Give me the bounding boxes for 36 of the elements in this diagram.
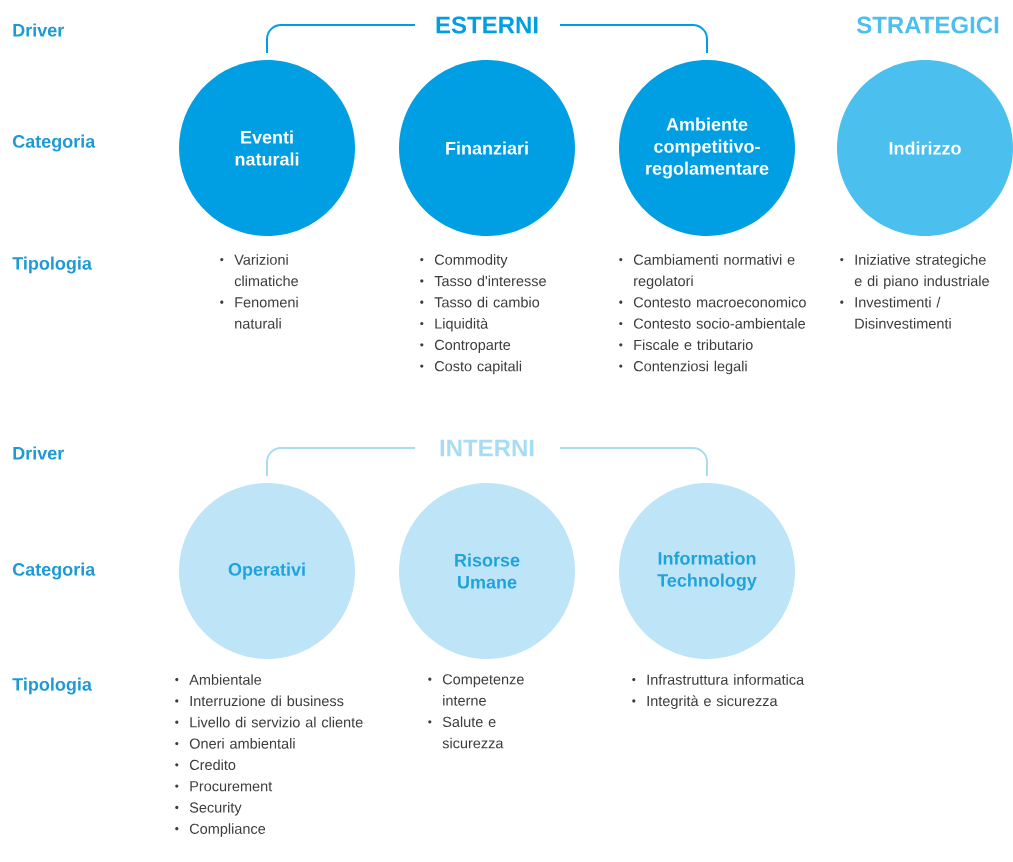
row-label: Driver [13, 446, 64, 460]
bullet-item: Costo capitali [420, 360, 522, 375]
row-label: Driver [13, 23, 64, 37]
bullet-item: Varizioni climatiche [220, 254, 298, 287]
bullet-item: Controparte [420, 339, 511, 353]
bullet-item: Tasso di cambio [420, 296, 540, 308]
bullet-item: Credito [175, 759, 236, 771]
group-heading: STRATEGICI [856, 16, 999, 34]
row-label: Tipologia [12, 677, 92, 695]
bullet-item: Cambiamenti normativi e regolatori [619, 254, 795, 289]
bullet-item: Oneri ambientali [175, 738, 295, 749]
bullet-item: Livello di servizio al cliente [175, 716, 363, 728]
bullet-item: Liquidità [420, 317, 489, 332]
bullet-item: Integrità e sicurezza [632, 695, 778, 709]
bullet-item: Contesto socio-ambientale [619, 318, 805, 329]
row-label: Categoria [12, 562, 96, 580]
bullet-item: Tasso d'interesse [420, 275, 546, 287]
row-label: Tipologia [12, 256, 92, 274]
bullet-item: Security [175, 802, 242, 816]
bullet-item: Fiscale e tributario [619, 339, 753, 351]
bullet-item: Contenziosi legali [619, 360, 747, 375]
bullet-item: Competenze interne [428, 674, 524, 706]
bullet-item: Procurement [175, 781, 273, 792]
bullet-item: Commodity [420, 254, 508, 268]
bullet-item: Investimenti / Disinvestimenti [840, 296, 951, 329]
bullet-item: Interruzione di business [175, 695, 344, 707]
group-heading: INTERNI [440, 439, 534, 457]
bullet-item: Infrastruttura informatica [632, 674, 805, 685]
group-heading: ESTERNI [436, 16, 538, 34]
row-label: Categoria [12, 134, 96, 152]
bullet-item: Ambientale [175, 674, 262, 685]
bullet-item: Iniziative strategiche e di piano industriale [840, 254, 989, 289]
bullet-item: Compliance [175, 823, 266, 837]
bullet-item: Salute e sicurezza [428, 716, 504, 749]
bullet-item: Fenomeni naturali [220, 296, 298, 329]
bullet-item: Contesto macroeconomico [619, 296, 806, 308]
